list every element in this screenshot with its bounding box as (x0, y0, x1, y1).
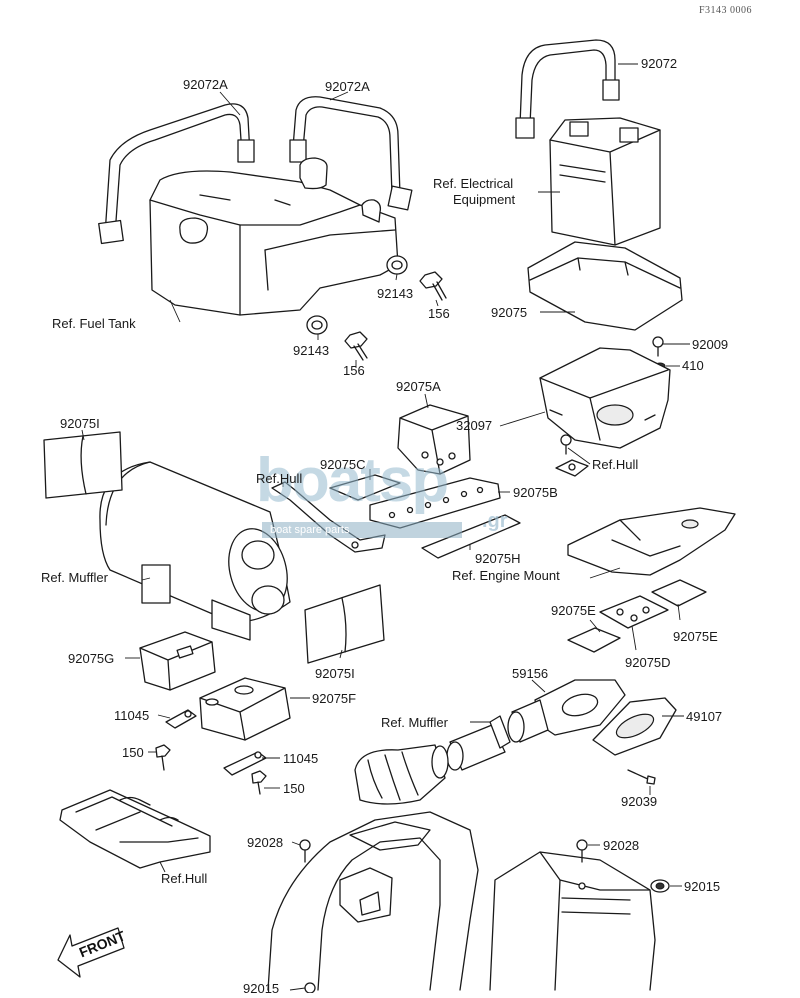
label-ref-electrical: Ref. Electrical (433, 176, 514, 191)
label-92072: 92072 (641, 56, 678, 71)
nut-92015-bottom (304, 982, 316, 994)
clamp-11045-a (165, 709, 197, 729)
nut-92015-right (650, 879, 670, 893)
battery-pad-92075 (527, 241, 683, 331)
screw-92009 (652, 336, 664, 357)
front-arrow-icon (57, 927, 125, 978)
label-32097: 32097 (456, 418, 493, 433)
label-156-b: 156 (343, 363, 365, 378)
bracket-92075G (139, 631, 216, 691)
label-92028-right: 92028 (603, 838, 640, 853)
label-92075F: 92075F (312, 691, 357, 706)
battery (549, 117, 661, 246)
label-92075E-right: 92075E (673, 629, 718, 644)
fastener-92143-a (386, 255, 408, 275)
label-ref-electrical-equipment: Equipment (453, 192, 516, 207)
leader-lines (81, 63, 690, 991)
bolt-150-b (251, 770, 267, 795)
bolt-150-a (155, 744, 171, 771)
battery-case-32097 (539, 347, 671, 449)
pad-92075E-right (651, 579, 707, 607)
muffler (99, 461, 291, 641)
watermark-logo: boatsp (256, 446, 449, 515)
label-92039: 92039 (621, 794, 658, 809)
label-150-a: 150 (122, 745, 144, 760)
label-92075E-left: 92075E (551, 603, 596, 618)
label-92075D: 92075D (625, 655, 671, 670)
label-410: 410 (682, 358, 704, 373)
exhaust-hose (446, 715, 511, 771)
screw-92028-right (576, 839, 588, 890)
watermark-subtitle: boat spare parts (262, 522, 462, 538)
hull-bottom-right (489, 851, 656, 991)
hull-tray-bottom-left (59, 789, 211, 869)
label-92015-bottom: 92015 (243, 981, 280, 996)
label-150-b: 150 (283, 781, 305, 796)
label-92075B: 92075B (513, 485, 558, 500)
bolt-92039 (627, 769, 656, 785)
bracket-92075F (199, 677, 291, 741)
label-92009: 92009 (692, 337, 729, 352)
label-92143-b: 92143 (293, 343, 330, 358)
diagram-code: F3143 0006 (698, 5, 752, 16)
fuel-tank-strap-right (289, 96, 413, 211)
label-92075G: 92075G (68, 651, 115, 666)
bracket-ref-hull-right (555, 459, 589, 477)
muffler-elbow (354, 744, 449, 805)
label-ref-hull-bottom: Ref.Hull (161, 871, 208, 886)
label-92015-right: 92015 (684, 879, 721, 894)
label-92075: 92075 (491, 305, 528, 320)
screw-92028-left (299, 839, 311, 863)
label-11045-b: 11045 (283, 751, 319, 766)
fuel-tank-strap-left (98, 103, 255, 245)
label-ref-muffler-mid: Ref. Muffler (381, 715, 448, 730)
label-92075I-top: 92075I (60, 416, 100, 431)
label-ref-hull-mid: Ref.Hull (256, 471, 303, 486)
pad-92075I-bottom (304, 584, 385, 664)
pad-92075A (397, 404, 471, 475)
battery-strap-92072 (515, 39, 620, 139)
label-92072A-left: 92072A (183, 77, 228, 92)
pad-92075C (329, 474, 401, 501)
label-11045-a: 11045 (114, 708, 150, 723)
pad-92075E-left (567, 627, 621, 653)
label-ref-hull-right: Ref.Hull (592, 457, 639, 472)
watermark-suffix: .gr (482, 510, 508, 532)
label-92028-left: 92028 (247, 835, 284, 850)
label-ref-muffler-left: Ref. Muffler (41, 570, 108, 585)
pad-92075D (599, 595, 669, 629)
engine-mount (567, 507, 736, 576)
exhaust-outlet-59156 (507, 679, 626, 743)
screw-ref-hull (560, 434, 572, 455)
label-59156: 59156 (512, 666, 549, 681)
bolt-156-b (344, 331, 368, 361)
hull-bottom-center (267, 811, 479, 991)
strip-92075H (421, 514, 521, 559)
label-ref-engine-mount: Ref. Engine Mount (452, 568, 560, 583)
fastener-92143-b (306, 315, 328, 335)
label-92075I-bottom: 92075I (315, 666, 355, 681)
label-92143-a: 92143 (377, 286, 414, 301)
gasket-49107 (592, 697, 677, 756)
label-156-a: 156 (428, 306, 450, 321)
pad-92075B (369, 477, 501, 529)
fuel-tank (149, 157, 399, 316)
label-92075H: 92075H (475, 551, 521, 566)
bolt-156-a (419, 271, 447, 301)
label-92072A-right: 92072A (325, 79, 370, 94)
label-ref-fuel-tank: Ref. Fuel Tank (52, 316, 136, 331)
label-92075A: 92075A (396, 379, 441, 394)
pad-92075I-top (43, 431, 123, 499)
label-49107: 49107 (686, 709, 723, 724)
label-92075C: 92075C (320, 457, 366, 472)
